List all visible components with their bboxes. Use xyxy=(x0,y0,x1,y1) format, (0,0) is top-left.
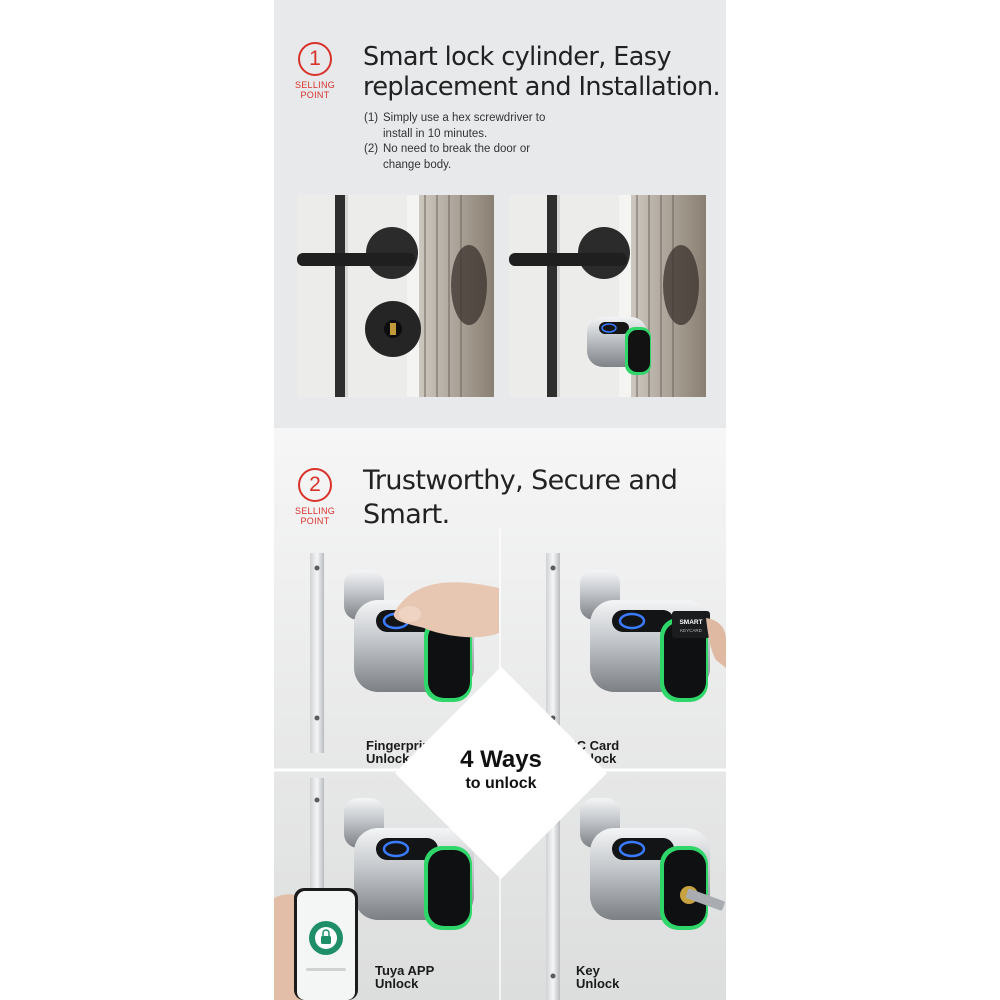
photo-mechanical-cylinder xyxy=(297,195,494,397)
card-text: SMART xyxy=(679,619,702,626)
card-subtext: KEYCARD xyxy=(680,628,703,633)
section-four-ways-to-unlock: SMART KEYCARD 2 SELLING POINT Trustworth… xyxy=(274,428,726,1000)
badge-number: 2 xyxy=(298,468,332,502)
door-handle-keyhole-image xyxy=(297,195,494,397)
selling-point-badge-1: 1 SELLING POINT xyxy=(294,42,336,100)
section-easy-installation: 1 SELLING POINT Smart lock cylinder, Eas… xyxy=(274,0,726,428)
section1-heading: Smart lock cylinder, Easy replacement an… xyxy=(363,42,721,102)
four-ways-label: 4 Ways to unlock xyxy=(460,746,542,792)
badge-label: SELLING POINT xyxy=(294,506,336,526)
door-handle-smart-lock-image xyxy=(509,195,706,397)
selling-point-badge-2: 2 SELLING POINT xyxy=(294,468,336,526)
badge-label: SELLING POINT xyxy=(294,80,336,100)
photo-smart-cylinder xyxy=(509,195,706,397)
caption-key-unlock: Key Unlock xyxy=(576,963,620,991)
section2-heading: Trustworthy, Secure and Smart. xyxy=(363,465,678,530)
caption-tuya-app-unlock: Tuya APP Unlock xyxy=(375,963,435,991)
badge-number: 1 xyxy=(298,42,332,76)
